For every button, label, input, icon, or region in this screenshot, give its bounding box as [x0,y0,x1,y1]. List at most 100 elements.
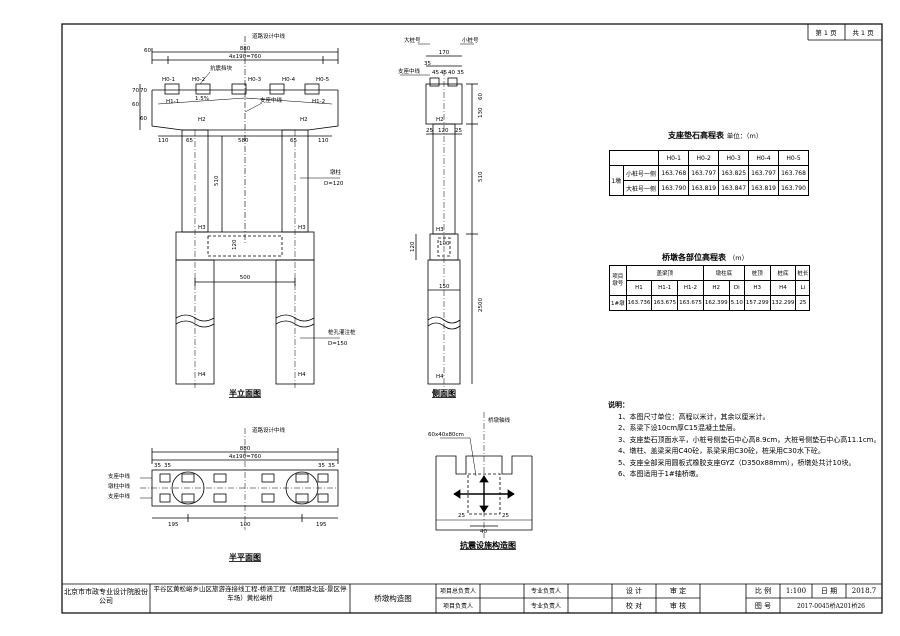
note-item: 2、系梁下设10cm厚C15混凝土垫层。 [618,424,740,432]
pad-table-title: 支座垫石高程表 单位：（m） [668,130,762,141]
side-h4: H4 [436,374,444,380]
table-cell: 1#墩 [609,295,627,311]
plan-view-text: 道路设计中线 880 4x190=760 35 35 35 35 支座中线 墩柱… [108,426,335,528]
page-label: 第 1 页 [815,28,837,37]
side-view-title: 侧面图 [432,388,456,398]
plan-dim-top-2: 35 [164,463,171,469]
table-cell: 1墩 [609,165,624,196]
h0-label-1: H0-1 [162,77,175,83]
tie-span-dim: 500 [240,275,251,281]
table-row: H0-1 H0-2 H0-3 H0-4 H0-5 [608,150,809,166]
table-group-header: 桩顶 [743,265,771,281]
side-h2: H2 [436,117,444,123]
pier-dim: 510 [478,171,484,182]
pile-label: 桩孔灌注桩 [328,328,356,336]
front-view [139,36,340,388]
table-cell: 小桩号一侧 [622,165,660,181]
scale-label: 比 例 [754,587,772,595]
date-label: 日 期 [820,587,838,595]
dim-top-4: 40 [448,70,455,76]
plan-road-centerline: 道路设计中线 [252,426,286,434]
number-label: 图 号 [754,602,772,610]
table-corner: 项目 墩号 [609,265,627,296]
table-cell [608,150,660,166]
table-cell: 163.797 [748,165,780,181]
table-header: H3 [743,280,771,296]
table-row: 1#墩 163.736 163.675 163.675 162.399 5.10… [609,295,811,311]
dim-top-2: 45 [432,70,439,76]
dim-60: 60 [144,48,151,54]
dim-top-5: 35 [457,70,464,76]
pile-dim: 2500 [478,298,484,312]
table-cell: 157.299 [743,295,771,311]
dim-cap-2: 65 [186,138,193,144]
table-header: Di [728,280,745,296]
plan-dim-top-3: 35 [318,463,325,469]
role-project-lead: 项目负责人 [442,603,473,610]
table-row: 项目 墩号 盖梁顶 墩柱底 桩顶 桩底 桩长 [609,265,811,296]
table-group-header: 盖梁顶 [625,265,704,281]
seismic-block-label: 抗震挡块 [210,64,233,72]
notes-title: 说明： [608,401,629,409]
seismic-detail [435,412,533,538]
table-cell: 163.825 [718,165,750,181]
table-cell: 163.675 [677,295,704,311]
h2-label-right: H2 [300,117,308,123]
table-cell: 162.399 [702,295,730,311]
table-row: 1墩 小桩号一侧 163.768 163.797 163.825 163.797… [609,165,809,196]
role-approve: 审 定 [669,587,687,595]
table-row: H1 H1-1 H1-2 H2 Di H3 H4 Li [610,280,811,296]
dim-top-3: 45 [440,70,447,76]
h0-label-2: H0-2 [192,77,205,83]
seismic-block-size: 60x40x80cm [428,432,464,438]
note-item: 5、支座全部采用圆板式橡胶支座GYZ（D350x88mm），桥墩处共计10块。 [618,458,856,467]
pier-label: 墩柱 [330,168,342,176]
pier-height-dim: 510 [214,175,220,186]
pad-elevation-table: H0-1 H0-2 H0-3 H0-4 H0-5 1墩 小桩号一侧 163.76… [608,150,809,196]
plan-view [140,428,339,530]
pier-dia: D=120 [324,181,344,187]
table-cell: 163.847 [718,180,750,196]
side-h3: H3 [436,227,444,233]
table-header: H0-1 [658,150,690,166]
dim-left-4: 60 [140,116,147,122]
seismic-detail-text: 桥墩轴线 60x40x80cm 25 25 40 [428,416,511,535]
note-item: 1、本图尺寸单位：高程以米计，其余以厘米计。 [618,412,770,421]
dim-cap-4: 65 [290,138,297,144]
front-view-text: 道路设计中线 880 4x190=760 抗震挡块 H0-1 H0-2 H0-3… [132,32,356,378]
elev-table-unit: （m） [728,254,749,262]
sheet-border [61,23,883,614]
table-cell: 大桩号一侧 [622,180,660,196]
table-header: H0-4 [748,150,780,166]
seismic-axis-label: 桥墩轴线 [488,416,511,424]
table-cell: 25 [795,295,811,311]
drawing-name: 桥墩构造图 [374,594,412,603]
role-discipline-lead: 专业负责人 [530,588,561,595]
role-project-chief: 项目总负责人 [439,588,476,595]
table-cell: 163.819 [688,180,720,196]
table-header: H0-5 [778,150,809,166]
dim-top-1: 35 [424,61,431,67]
dim-cap-5: 110 [318,138,329,144]
dim-mid-1: 25 [426,128,433,134]
plan-dim-bottom-1: 195 [168,522,179,528]
h4-label-right: H4 [298,372,306,378]
tie-width-dim: 100 [439,241,450,247]
big-mark-label: 大桩号 [404,36,421,44]
plan-dim-top-1: 35 [154,463,161,469]
role-discipline-lead-2: 专业负责人 [530,603,561,610]
elev-table-title-text: 桥墩各部位高程表 [662,253,726,262]
h4-label: H4 [198,372,206,378]
notes: 说明： 1、本图尺寸单位：高程以米计，其余以厘米计。 2、系梁下设10cm厚C1… [608,400,888,481]
side-150: 150 [439,284,450,290]
plan-view-title: 半平面图 [229,552,261,562]
dim-right-1: 60 [478,93,484,100]
dim-left-3: 70 [140,88,147,94]
seismic-dim-1: 25 [458,513,465,519]
top-width-dim: 170 [439,50,450,56]
table-row: 大桩号一侧 163.790 163.819 163.847 163.819 16… [610,180,809,196]
h0-label-4: H0-4 [282,77,296,83]
role-check: 校 对 [625,602,643,610]
seismic-dim-3: 40 [480,529,487,535]
